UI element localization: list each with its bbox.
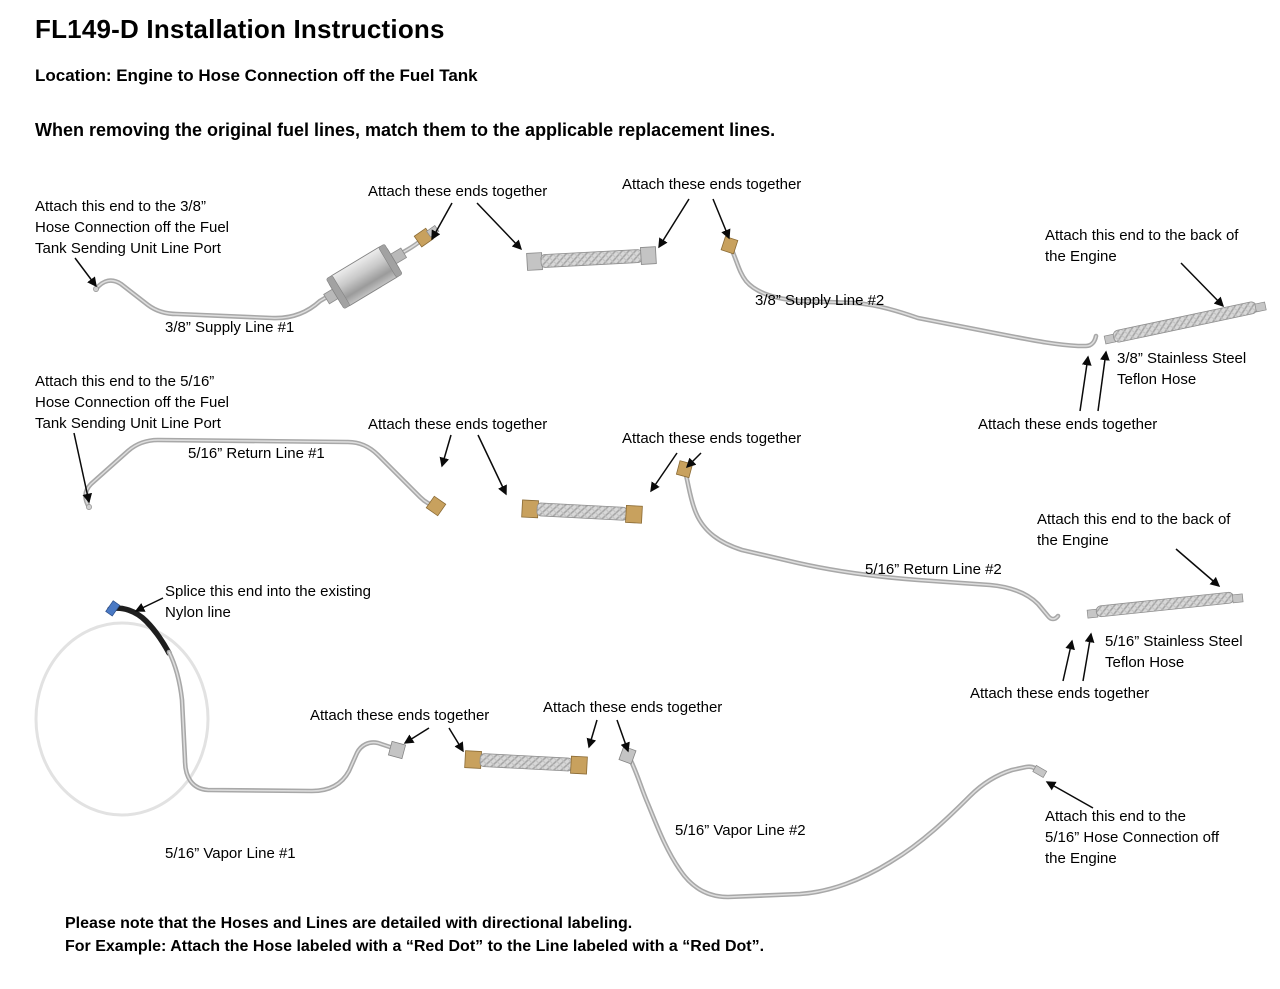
return-line-1-fitting xyxy=(425,495,447,517)
label-return-line-2: 5/16” Return Line #2 xyxy=(865,561,1002,578)
label-attach-tank-516: Attach this end to the 5/16” Hose Connec… xyxy=(35,373,230,432)
label-attach-ends-r3a: Attach these ends together xyxy=(310,707,490,724)
arrow-ends-together-r3a-right xyxy=(448,727,464,753)
supply-line-2-fitting xyxy=(720,235,739,255)
instruction-text: When removing the original fuel lines, m… xyxy=(35,120,776,140)
label-attach-back-engine-2: Attach this end to the back of the Engin… xyxy=(1037,511,1231,549)
return-line-2 xyxy=(685,471,1058,619)
label-return-line-1: 5/16” Return Line #1 xyxy=(188,445,325,462)
arrow-ends-together-r3b-right xyxy=(616,719,630,753)
location-subtitle: Location: Engine to Hose Connection off … xyxy=(35,66,478,85)
label-vapor-line-2: 5/16” Vapor Line #2 xyxy=(675,822,806,839)
arrow-ends-together-r3a-left xyxy=(403,727,430,744)
splice-end xyxy=(105,600,172,656)
teflon-hose-516 xyxy=(1086,591,1244,619)
arrow-ends-together-r2b-right xyxy=(685,452,702,469)
arrow-ends-together-r1a-left xyxy=(431,202,453,241)
arrow-ends-together-r1a-right xyxy=(476,202,523,251)
arrow-teflon2-join-left xyxy=(1062,639,1075,682)
pointer-arrows xyxy=(73,198,1225,809)
teflon-hose-38 xyxy=(1103,301,1267,345)
arrow-teflon1-join-left xyxy=(1079,355,1092,412)
arrow-ends-together-r2b-left xyxy=(650,452,678,493)
arrow-to-splice-end xyxy=(134,597,164,612)
label-vapor-line-1: 5/16” Vapor Line #1 xyxy=(165,845,296,862)
arrow-teflon2-join-right xyxy=(1082,632,1095,682)
label-attach-engine-516: Attach this end to the 5/16” Hose Connec… xyxy=(1045,808,1220,867)
arrow-to-supply1-tank-end xyxy=(74,257,97,288)
braided-hose-connector-3 xyxy=(464,750,588,775)
arrow-teflon1-join-right xyxy=(1097,350,1110,412)
coiled-line-ghost xyxy=(34,621,210,817)
footer-note-2: For Example: Attach the Hose labeled wit… xyxy=(65,938,765,955)
arrow-to-engine-vapor-end xyxy=(1045,781,1094,809)
label-supply-line-2: 3/8” Supply Line #2 xyxy=(755,292,885,309)
label-attach-back-engine-1: Attach this end to the back of the Engin… xyxy=(1045,227,1239,265)
label-attach-tank-38: Attach this end to the 3/8” Hose Connect… xyxy=(35,198,230,257)
label-attach-ends-teflon-2: Attach these ends together xyxy=(970,685,1150,702)
vapor-line-2-end-tip xyxy=(1032,764,1048,778)
label-attach-ends-r2a: Attach these ends together xyxy=(368,416,548,433)
label-teflon-hose-516: 5/16” Stainless Steel Teflon Hose xyxy=(1105,633,1243,671)
label-attach-ends-r3b: Attach these ends together xyxy=(543,699,723,716)
arrow-to-return1-tank-end xyxy=(73,432,93,504)
arrow-ends-together-r2a-right xyxy=(477,434,507,496)
fuel-filter xyxy=(323,244,408,309)
page-title: FL149-D Installation Instructions xyxy=(35,14,445,44)
label-attach-ends-r1b: Attach these ends together xyxy=(622,176,802,193)
arrow-ends-together-r1b-right xyxy=(712,198,731,240)
vapor-line-1-fitting xyxy=(387,740,407,760)
label-attach-ends-r1a: Attach these ends together xyxy=(368,183,548,200)
braided-hose-connector-1 xyxy=(526,246,657,271)
label-attach-ends-r2b: Attach these ends together xyxy=(622,430,802,447)
label-attach-ends-teflon-1: Attach these ends together xyxy=(978,416,1158,433)
footer-note-1: Please note that the Hoses and Lines are… xyxy=(65,915,633,932)
arrow-ends-together-r3b-left xyxy=(586,719,598,749)
label-splice-nylon: Splice this end into the existing Nylon … xyxy=(165,583,371,621)
arrow-ends-together-r2a-left xyxy=(439,434,452,468)
return-line-1 xyxy=(85,440,436,510)
label-teflon-hose-38: 3/8” Stainless Steel Teflon Hose xyxy=(1117,350,1247,388)
braided-hose-connector-2 xyxy=(521,499,643,524)
arrow-to-engine-back-2 xyxy=(1175,548,1221,587)
arrow-ends-together-r1b-left xyxy=(658,198,690,249)
arrow-to-engine-back-1 xyxy=(1180,262,1225,308)
label-supply-line-1: 3/8” Supply Line #1 xyxy=(165,319,295,336)
